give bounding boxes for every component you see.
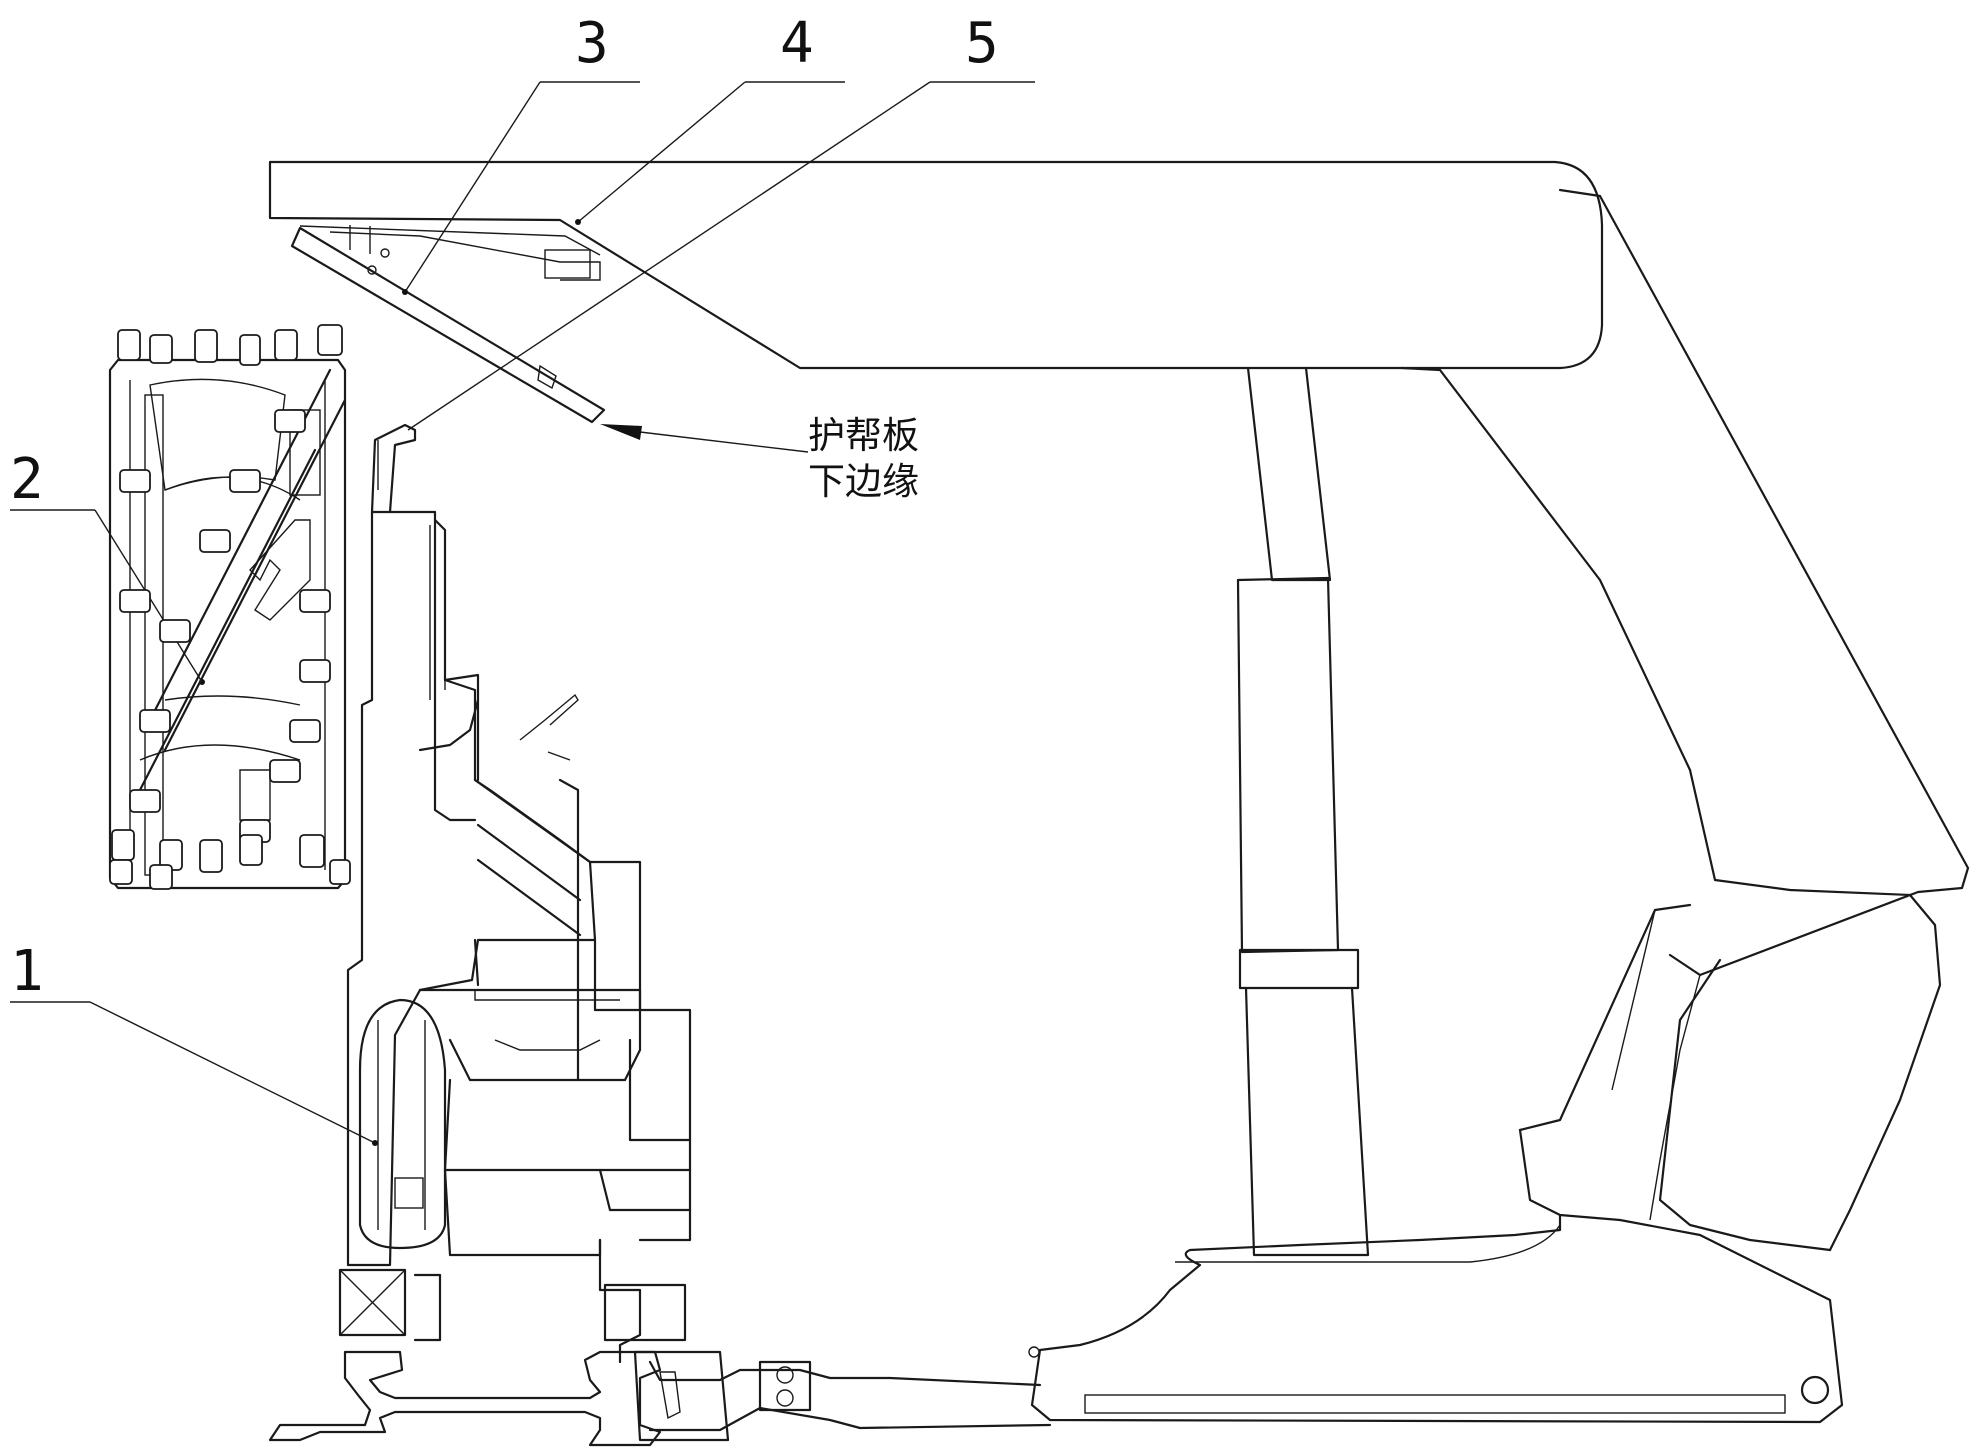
leader-lines xyxy=(10,81,1035,1146)
annotation-line2: 下边缘 xyxy=(808,460,919,503)
part-labels: 3 4 5 2 1 xyxy=(10,11,999,1004)
base-pontoon xyxy=(1028,1128,1844,1424)
push-bar xyxy=(633,1350,1052,1442)
rear-linkage xyxy=(1400,188,1970,1252)
label-5: 5 xyxy=(965,11,999,76)
label-2: 2 xyxy=(10,447,44,512)
side-guard-plate xyxy=(290,225,606,424)
shearer-body xyxy=(338,510,692,1364)
label-3: 3 xyxy=(575,11,609,76)
annotation-line1: 护帮板 xyxy=(808,414,919,457)
hydraulic-leg xyxy=(1236,366,1370,1257)
ranging-arm xyxy=(370,423,477,822)
label-1: 1 xyxy=(10,939,44,1004)
guard-edge-annotation: 护帮板 下边缘 xyxy=(808,414,919,503)
cutting-picks xyxy=(109,324,351,890)
conveyor-rail xyxy=(268,1350,662,1447)
roof-canopy xyxy=(268,160,1604,370)
label-4: 4 xyxy=(780,11,814,76)
